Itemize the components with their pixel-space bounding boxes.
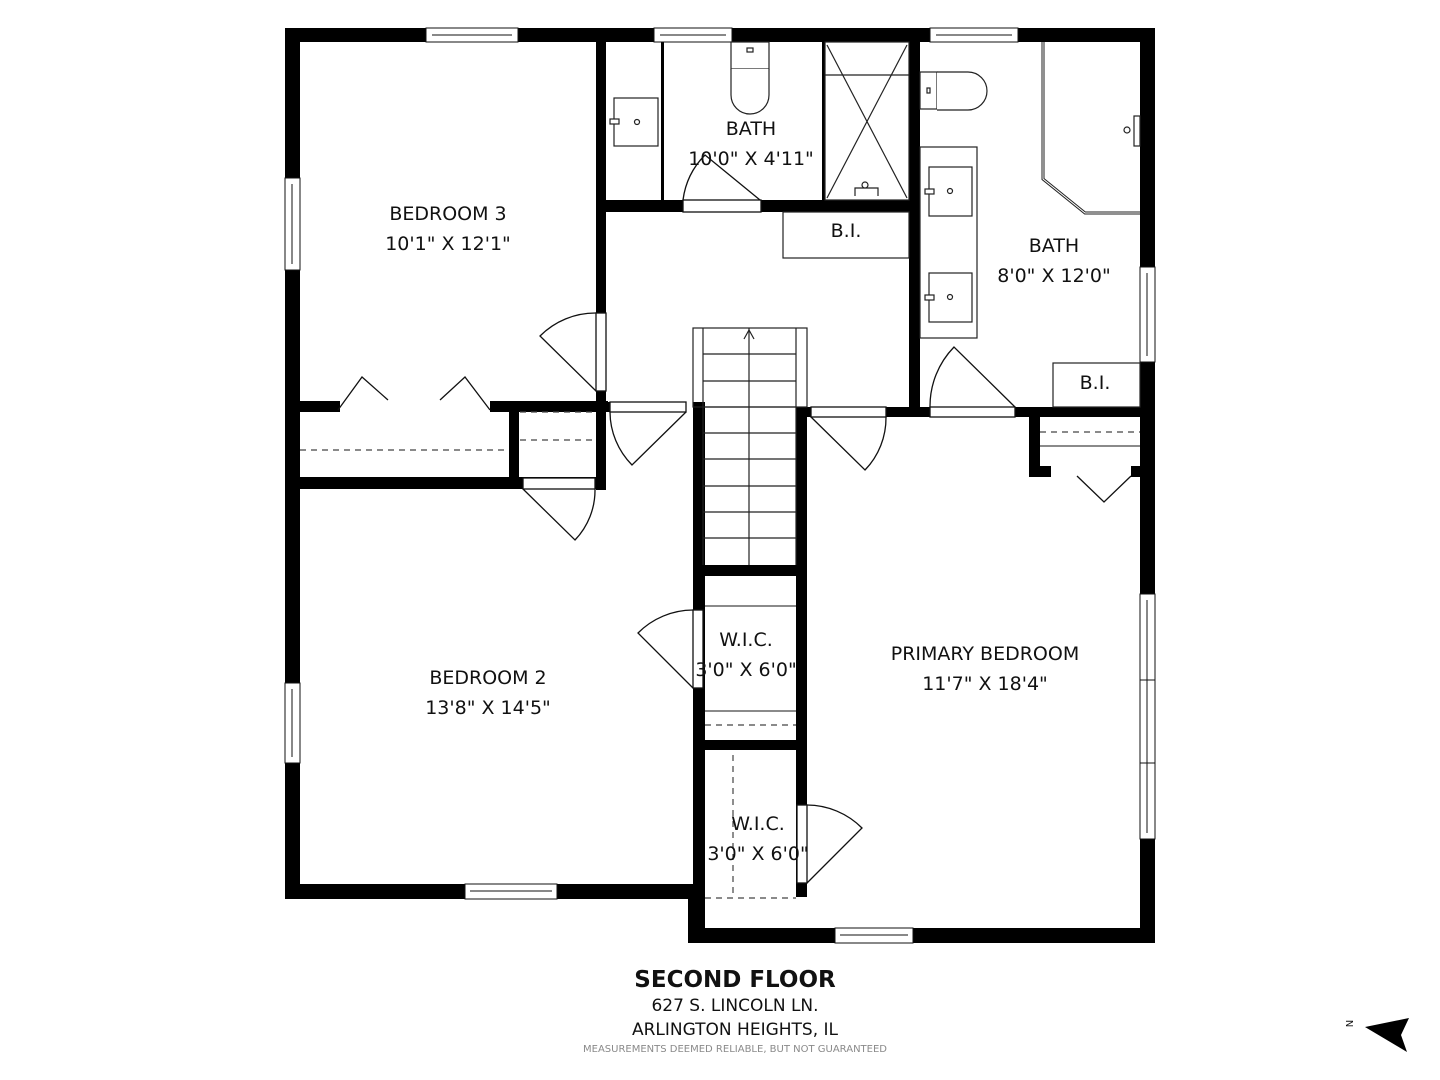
stairs	[692, 327, 808, 565]
room-wic-upper: W.I.C. 3'0" X 6'0"	[695, 625, 796, 685]
room-wic-lower: W.I.C. 3'0" X 6'0"	[707, 809, 808, 869]
address-line-1: 627 S. LINCOLN LN.	[651, 996, 819, 1016]
room-primary-bath: BATH 8'0" X 12'0"	[997, 231, 1110, 291]
room-dimensions: 10'0" X 4'11"	[688, 148, 814, 170]
room-dimensions: 10'1" X 12'1"	[385, 233, 511, 255]
built-in-hall-label: B.I.	[830, 220, 862, 242]
room-name: BATH	[725, 118, 777, 140]
north-arrow-icon	[1365, 1018, 1409, 1052]
room-bedroom-3: BEDROOM 3 10'1" X 12'1"	[385, 199, 511, 259]
doors	[337, 154, 1132, 884]
room-name: BEDROOM 2	[429, 667, 547, 689]
room-name: W.I.C.	[719, 629, 773, 651]
room-dimensions: 11'7" X 18'4"	[922, 673, 1048, 695]
room-primary-bedroom: PRIMARY BEDROOM 11'7" X 18'4"	[891, 639, 1079, 699]
room-name: BEDROOM 3	[389, 203, 507, 225]
room-name: W.I.C.	[731, 813, 785, 835]
room-hall-bath: BATH 10'0" X 4'11"	[688, 114, 814, 174]
floor-caption: SECOND FLOOR 627 S. LINCOLN LN. ARLINGTO…	[583, 966, 887, 1058]
disclaimer: MEASUREMENTS DEEMED RELIABLE, BUT NOT GU…	[582, 1044, 888, 1055]
address-line-2: ARLINGTON HEIGHTS, IL	[631, 1020, 839, 1040]
room-dimensions: 8'0" X 12'0"	[997, 265, 1111, 287]
windows	[284, 27, 1156, 944]
built-ins	[782, 211, 1141, 408]
floor-title: SECOND FLOOR	[634, 967, 836, 993]
compass: N	[1345, 1015, 1415, 1055]
room-dimensions: 3'0" X 6'0"	[695, 659, 797, 681]
closet-shelves	[300, 411, 1140, 899]
room-name: BATH	[1028, 235, 1080, 257]
room-bedroom-2: BEDROOM 2 13'8" X 14'5"	[425, 663, 551, 723]
bath-fixtures	[609, 41, 1141, 339]
room-name: PRIMARY BEDROOM	[890, 643, 1080, 665]
room-dimensions: 13'8" X 14'5"	[425, 697, 551, 719]
built-in-bath-label: B.I.	[1079, 372, 1111, 394]
room-dimensions: 3'0" X 6'0"	[707, 843, 809, 865]
